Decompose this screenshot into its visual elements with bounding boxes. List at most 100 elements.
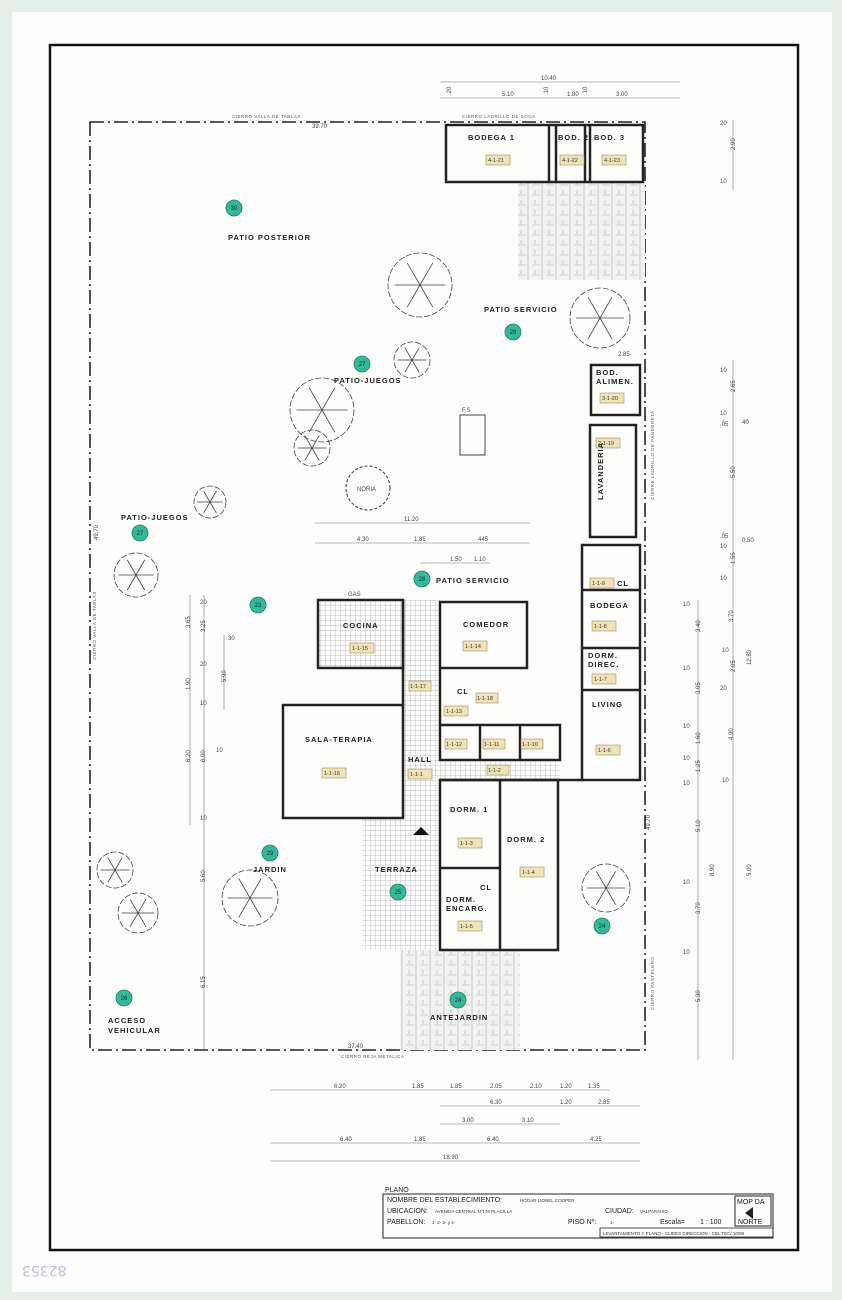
ubicacion-value: AVENIDA CENTRAL Nº176 PLACILLA — [435, 1209, 512, 1214]
zone-marker: 28 — [413, 570, 431, 588]
room-code-tag-box — [443, 705, 469, 717]
property-boundary — [89, 121, 646, 1051]
dimension-label: 6.00 — [201, 750, 207, 762]
room-name: DORM. — [588, 651, 618, 660]
dimension-label: 3.65 — [186, 616, 192, 628]
tree-icon — [293, 429, 331, 467]
dimension-label: 1.90 — [186, 678, 192, 690]
label-fs: F.S — [462, 408, 471, 414]
zone-number: 24 — [455, 998, 462, 1004]
ciudad-label: CIUDAD: — [605, 1208, 634, 1215]
space-code-tag-box — [482, 738, 506, 750]
dimension-label: 1.85 — [414, 1137, 426, 1143]
zone-marker: 25 — [389, 883, 407, 901]
dimension-label: 3.00 — [616, 92, 628, 98]
dimension-label: 3.00 — [462, 1118, 474, 1124]
room-code-tag: 1-1-7 — [594, 677, 607, 683]
dimension-label: 5.50 — [731, 466, 737, 478]
room-name: HALL — [408, 755, 432, 764]
dimension-label: 20 — [200, 600, 207, 606]
dimension-label: 2.65 — [731, 380, 737, 392]
dimension-label: 1.85 — [414, 537, 426, 543]
label-patio-posterior: PATIO POSTERIOR — [228, 233, 311, 242]
room-name-line2: DIREC. — [588, 660, 619, 669]
dimension-label: 3.40 — [696, 620, 702, 632]
dimension-label: 8.90 — [710, 864, 716, 876]
zone-marker: 30 — [225, 199, 243, 217]
dimension-label: 3.70 — [729, 610, 735, 622]
dimension-label: .10 — [544, 86, 550, 95]
dimension-label: 2.05 — [731, 660, 737, 672]
dimension-label: 4.90 — [729, 728, 735, 740]
zone-number: 29 — [267, 851, 274, 857]
drawing-frame — [48, 43, 800, 1252]
label-jardin: JARDIN — [253, 865, 287, 874]
pabellon-label: PABELLON: — [387, 1219, 425, 1226]
zone-marker: 23 — [249, 596, 267, 614]
room-code-tag: 4-1-21 — [488, 158, 504, 164]
label-patio-servicio: PATIO SERVICIO — [436, 576, 510, 585]
entrance-arrow-icon — [413, 827, 429, 835]
label-vehicular: VEHICULAR — [108, 1026, 161, 1035]
boundary-wall-label: CIERRO LADRILLO DE SOGA — [462, 114, 536, 119]
label-patio-servicio: PATIO SERVICIO — [484, 305, 558, 314]
room-code-tag-box — [457, 837, 483, 849]
tree-icon — [96, 851, 134, 889]
tree-icon — [193, 485, 227, 519]
label-patio-juegos: PATIO-JUEGOS — [334, 376, 402, 385]
dimension-label: 5.10 — [502, 92, 514, 98]
tree-icon — [117, 892, 159, 934]
dimension-label: 12.80 — [747, 649, 753, 665]
zone-marker: 24 — [449, 991, 467, 1009]
room-code-tag-box — [601, 154, 627, 166]
space-code-tag: 1-1-17 — [410, 684, 426, 690]
boundary-wall-label: CIERRO PASTELERO — [650, 957, 655, 1010]
title-block: PLANO NOMBRE DEL ESTABLECIMIENTO: HOGAR … — [382, 1187, 774, 1239]
room-code-tag: 1-1-15 — [352, 646, 368, 652]
zone-number: 27 — [359, 362, 366, 368]
boundary-wall-label: CIERRO VALLA DE TABLAS — [92, 591, 97, 660]
zone-marker: 27 — [131, 524, 149, 542]
dimension-label: 11.20 — [404, 517, 419, 523]
paved-area-service — [518, 182, 645, 280]
title-block-title: PLANO — [385, 1187, 409, 1194]
dimension-lines — [189, 81, 734, 1162]
space-code-tag-box — [475, 692, 499, 704]
zone-number: 25 — [395, 890, 402, 896]
dimension-label: 1.85 — [450, 1084, 462, 1090]
dimension-label: 2.05 — [490, 1084, 502, 1090]
label-noria: NORIA — [357, 487, 376, 493]
space-code-tag-box — [408, 680, 432, 692]
ubicacion-label: UBICACION: — [387, 1208, 428, 1215]
dimension-label: 10 — [722, 648, 729, 654]
dimension-label: 10 — [683, 880, 690, 886]
dimension-label: 6.40 — [487, 1137, 499, 1143]
dimension-label: 10 — [720, 179, 727, 185]
noria-well — [345, 465, 391, 511]
boundary-wall-label: CIERRE LADRILLO DE PANDERETA — [650, 410, 655, 500]
room-code-tag-box — [595, 437, 621, 449]
dimension-label: .20 — [447, 86, 453, 95]
space-code-tag: 1-1-2 — [488, 768, 501, 774]
dimension-label: 49.70 — [94, 524, 100, 540]
zone-marker: 28 — [504, 323, 522, 341]
tree-icon — [221, 869, 279, 927]
zone-marker: 26 — [115, 989, 133, 1007]
tree-icon — [113, 552, 159, 598]
septic-tank — [459, 414, 486, 456]
dimension-label: 10 — [683, 950, 690, 956]
zone-marker: 27 — [353, 355, 371, 373]
dimension-label: 3.05 — [696, 682, 702, 694]
room-code-tag-box — [485, 154, 511, 166]
dimension-label: 5.60 — [201, 870, 207, 882]
dimension-label: 1.60 — [696, 732, 702, 744]
dimension-label: 49.70 — [646, 814, 652, 830]
room-code-tag: 1-1-8 — [594, 624, 607, 630]
